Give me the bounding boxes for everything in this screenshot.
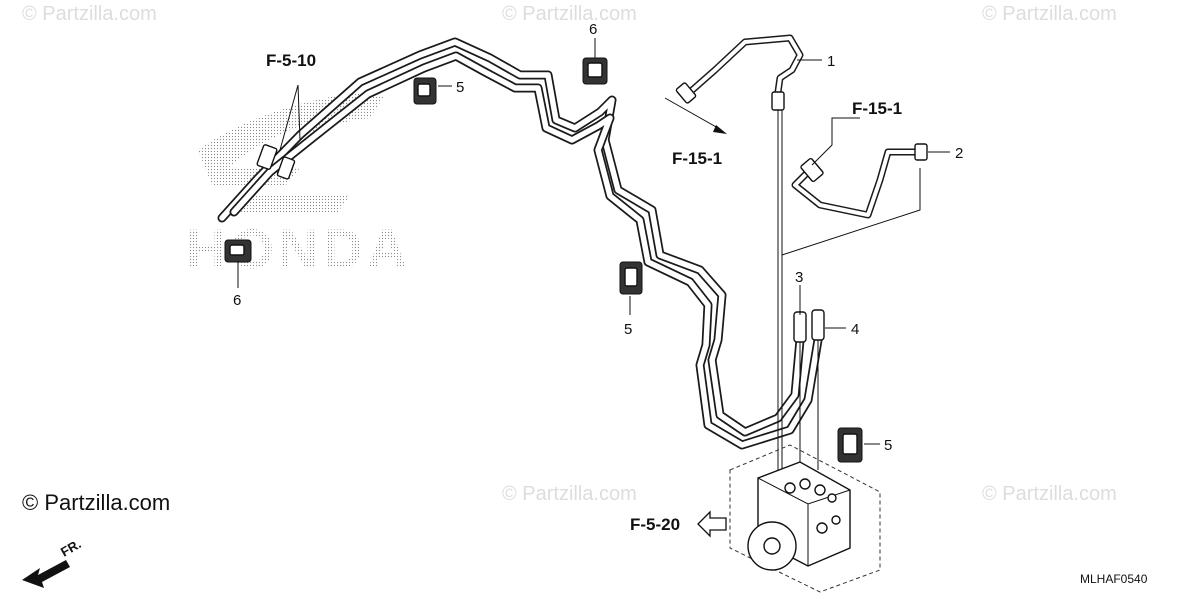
clamp-5-mid (619, 261, 643, 295)
watermark-top-center: © Partzilla.com (502, 3, 637, 25)
leader-2-to-vertical (781, 168, 921, 256)
ref-f-5-10[interactable]: F-5-10 (266, 51, 316, 70)
callout-2: 2 (955, 145, 963, 162)
callout-5-top: 5 (456, 79, 464, 96)
arrowhead-f-15-1-left (713, 125, 727, 134)
leader-f-15-1-left (664, 97, 719, 129)
brake-pipe-vertical (777, 110, 783, 470)
pipe-fitting-left-1 (256, 144, 278, 170)
hollow-arrow-left-icon (697, 510, 727, 538)
brake-pipe-1 (675, 34, 804, 111)
clamp-6-top (582, 57, 608, 85)
pipe-fitting-4 (811, 309, 825, 341)
copyright-text: © Partzilla.com (22, 490, 170, 515)
clamp-5-top (413, 77, 437, 105)
callout-4: 4 (851, 321, 859, 338)
leader-f-15-1-right (811, 117, 860, 166)
ref-f-5-20[interactable]: F-5-20 (630, 515, 680, 534)
watermark-mid-center: © Partzilla.com (502, 483, 637, 505)
callout-1: 1 (827, 53, 835, 70)
callout-3: 3 (795, 269, 803, 286)
pipe-fitting-3 (793, 311, 807, 343)
clamp-5-bottom (837, 427, 863, 463)
watermark-top-left: © Partzilla.com (22, 3, 157, 25)
callout-5-mid: 5 (624, 321, 632, 338)
leader-f-5-10 (279, 84, 301, 151)
brand-watermark: HONDA (186, 217, 411, 280)
callout-5-bottom: 5 (884, 437, 892, 454)
watermark-mid-right: © Partzilla.com (982, 483, 1117, 505)
ref-f-15-1-left[interactable]: F-15-1 (672, 149, 722, 168)
abs-modulator (729, 444, 881, 593)
pipe-fitting-left-2 (276, 156, 296, 180)
ref-f-15-1-right[interactable]: F-15-1 (852, 99, 902, 118)
part-code: MLHAF0540 (1080, 572, 1148, 586)
arrow-down-left-icon (22, 560, 70, 588)
brake-pipe-main (217, 37, 823, 450)
callout-6-top: 6 (589, 21, 597, 38)
clamp-6-left (224, 239, 252, 263)
callout-6-left: 6 (233, 292, 241, 309)
direction-label: FR. (58, 536, 84, 559)
watermark-top-right: © Partzilla.com (982, 3, 1117, 25)
brake-pipe-2 (791, 143, 928, 219)
